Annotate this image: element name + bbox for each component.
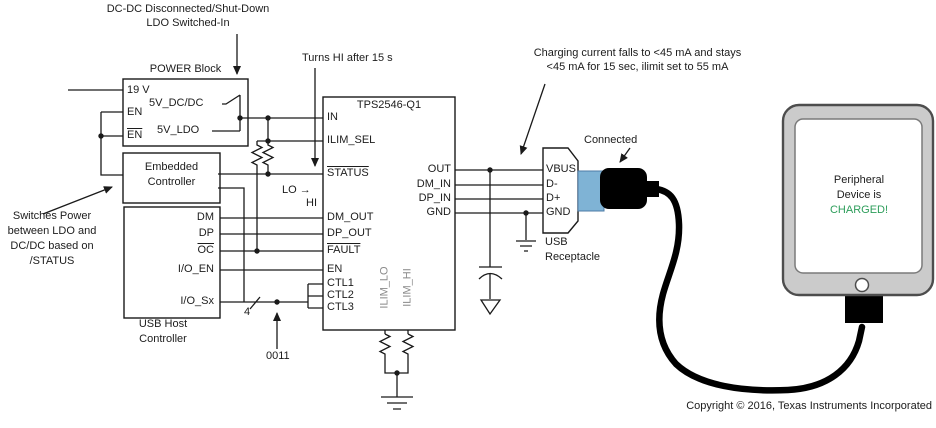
chip-pin-fault-bar: FAULT bbox=[327, 244, 361, 256]
usb-host-label1: USB Host bbox=[138, 318, 188, 330]
annotation-switches-line1: Switches Power bbox=[12, 210, 92, 222]
power-pin-19v: 19 V bbox=[127, 84, 150, 96]
device-text-line1: Peripheral bbox=[833, 174, 885, 186]
annotation-turns-hi: Turns HI after 15 s bbox=[302, 52, 393, 64]
pullup-resistor-status bbox=[261, 141, 275, 167]
usbhost-pin-io-sx: I/O_Sx bbox=[180, 295, 214, 307]
chip-pin-in: IN bbox=[327, 111, 338, 123]
usb-host-label2: Controller bbox=[139, 333, 187, 345]
chip-pin-ilim-sel: ILIM_SEL bbox=[327, 134, 376, 146]
switches-power-arrow bbox=[42, 186, 113, 215]
annotation-ctl-value: 0011 bbox=[266, 350, 290, 362]
pullup-resistor-fault bbox=[250, 141, 264, 167]
receptacle-pin-gnd: GND bbox=[546, 206, 571, 218]
annotation-charging-line1: Charging current falls to <45 mA and sta… bbox=[533, 47, 742, 59]
chip-pin-out: OUT bbox=[427, 163, 451, 175]
chip-pin-en: EN bbox=[327, 263, 343, 275]
receptacle-pin-d-plus: D+ bbox=[546, 192, 561, 204]
usb-cable bbox=[652, 185, 866, 394]
embedded-controller-label2: Controller bbox=[147, 176, 196, 188]
device-text-line2: Device is bbox=[836, 189, 882, 201]
chip-pin-ctl3: CTL3 bbox=[327, 301, 354, 313]
chip-title: TPS2546-Q1 bbox=[356, 99, 422, 111]
device-text-charged: CHARGED! bbox=[829, 204, 889, 216]
usb-host-controller-outline bbox=[123, 206, 221, 319]
receptacle-pin-vbus: VBUS bbox=[546, 163, 576, 175]
annotation-switches-line2: between LDO and bbox=[7, 225, 97, 237]
embedded-controller-outline bbox=[122, 152, 221, 204]
chip-pin-ilim-lo: ILIM_LO bbox=[378, 266, 391, 309]
annotation-lo-hi-line2: HI bbox=[306, 197, 317, 209]
chip-pin-dp-in: DP_IN bbox=[418, 192, 451, 204]
ilim-hi-resistor bbox=[401, 333, 415, 358]
usbhost-pin-oc-bar: OC bbox=[197, 244, 215, 256]
embedded-controller-label1: Embedded bbox=[144, 161, 199, 173]
annotation-lo-hi-line1: LO → bbox=[282, 184, 311, 196]
device-screen bbox=[794, 118, 923, 274]
power-pin-en: EN bbox=[127, 106, 143, 118]
home-button-icon bbox=[854, 277, 870, 293]
usb-receptacle-label2: Receptacle bbox=[545, 251, 601, 263]
annotation-dcdc-line2: LDO Switched-In bbox=[146, 17, 230, 29]
output-capacitor bbox=[478, 266, 503, 280]
power-pin-en-bar: EN bbox=[127, 129, 143, 141]
peripheral-device bbox=[781, 103, 935, 323]
annotation-switches-line4: /STATUS bbox=[29, 255, 75, 267]
chip-pin-ilim-hi: ILIM_HI bbox=[401, 268, 414, 307]
annotation-dcdc-line1: DC-DC Disconnected/Shut-Down bbox=[106, 3, 270, 15]
chip-pin-ctl1: CTL1 bbox=[327, 277, 354, 289]
capacitor-ground bbox=[479, 299, 502, 316]
junction-dots bbox=[98, 115, 529, 376]
connected-arrow bbox=[619, 147, 631, 163]
usb-receptacle-outline bbox=[542, 147, 579, 234]
chip-pin-status-bar: STATUS bbox=[327, 167, 369, 179]
annotation-connected: Connected bbox=[584, 134, 638, 146]
annotation-switches-line3: DC/DC based on bbox=[10, 240, 94, 252]
chip-pin-dm-out: DM_OUT bbox=[327, 211, 374, 223]
usbhost-pin-io-en: I/O_EN bbox=[177, 263, 214, 275]
power-pin-5v-dcdc: 5V_DC/DC bbox=[149, 97, 204, 109]
annotation-arrows bbox=[42, 34, 631, 349]
receptacle-pin-d-minus: D- bbox=[546, 178, 558, 190]
copyright-text: Copyright © 2016, Texas Instruments Inco… bbox=[686, 400, 932, 412]
usb-plug-strain-relief bbox=[647, 181, 659, 197]
net-wires bbox=[68, 89, 543, 397]
usbhost-pin-dp: DP bbox=[198, 227, 214, 239]
bus-width-label: 4 bbox=[244, 306, 251, 318]
charging-arrow bbox=[519, 83, 546, 155]
chip-pin-dm-in: DM_IN bbox=[416, 178, 451, 190]
power-pin-5v-ldo: 5V_LDO bbox=[157, 124, 200, 136]
usbhost-pin-dm: DM bbox=[196, 211, 214, 223]
ilim-lo-resistor bbox=[378, 333, 392, 358]
chip-pin-dp-out: DP_OUT bbox=[327, 227, 372, 239]
usb-receptacle-label1: USB bbox=[545, 236, 568, 248]
device-connector bbox=[845, 295, 883, 323]
chip-pin-ctl2: CTL2 bbox=[327, 289, 354, 301]
gnd-pin-ground bbox=[516, 240, 536, 252]
power-block-label: POWER Block bbox=[149, 63, 222, 75]
chip-pin-gnd: GND bbox=[426, 206, 451, 218]
usb-plug bbox=[600, 168, 647, 209]
annotation-charging-line2: <45 mA for 15 sec, ilimit set to 55 mA bbox=[546, 61, 729, 73]
ilim-ground bbox=[381, 396, 413, 410]
